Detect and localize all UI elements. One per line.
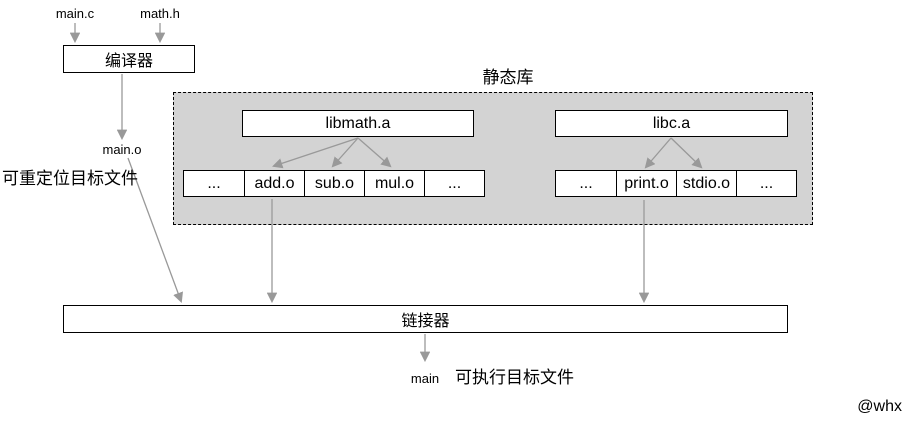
- libmath-cell-sub-o: sub.o: [304, 171, 364, 196]
- libmath-cell-mul-o: mul.o: [364, 171, 424, 196]
- source-file-label: main.c: [55, 6, 95, 21]
- executable-label: main: [410, 371, 440, 386]
- libc-label: libc.a: [652, 114, 691, 132]
- executable-caption: 可执行目标文件: [455, 368, 574, 387]
- compiler-box: 编译器: [63, 45, 195, 73]
- libc-cell-ellipsis-left: ...: [579, 174, 593, 192]
- libc-cell-ellipsis-right: ...: [736, 171, 796, 196]
- libmath-box: libmath.a: [242, 110, 474, 137]
- libc-box: libc.a: [555, 110, 788, 137]
- compiler-label: 编译器: [104, 53, 153, 70]
- libc-cell-print-o: print.o: [616, 171, 676, 196]
- linker-label: 链接器: [401, 313, 450, 330]
- libmath-cell-ellipsis-right: ...: [424, 171, 484, 196]
- object-file-caption: 可重定位目标文件: [2, 169, 138, 188]
- libmath-label: libmath.a: [325, 114, 391, 132]
- watermark: @whx: [857, 398, 902, 415]
- header-file-label: math.h: [140, 6, 180, 21]
- static-lib-title: 静态库: [482, 68, 534, 87]
- libc-cell-stdio-o: stdio.o: [676, 171, 736, 196]
- libmath-cell-ellipsis-left: ...: [207, 174, 221, 192]
- libc-members-row: ... print.o stdio.o ...: [555, 170, 797, 197]
- libmath-members-row: ... add.o sub.o mul.o ...: [183, 170, 485, 197]
- linker-box: 链接器: [63, 305, 788, 333]
- libmath-cell-add-o: add.o: [244, 171, 304, 196]
- object-file-label: main.o: [102, 142, 142, 157]
